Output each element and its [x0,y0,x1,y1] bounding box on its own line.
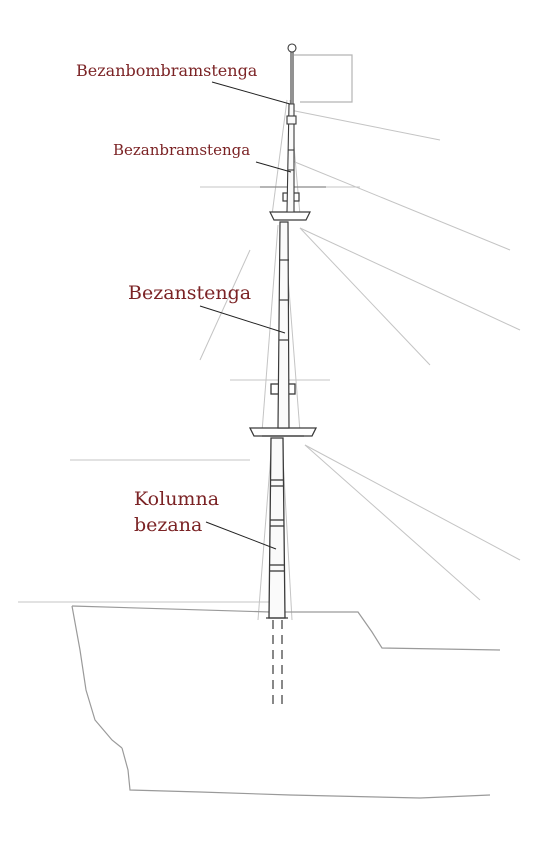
flag-outline [294,54,353,103]
label-kolumna-line1: Kolumna [134,488,220,510]
mast-below-deck [272,620,283,708]
label-bezanstenga: Bezanstenga [128,282,252,304]
leader-lines [199,81,292,550]
royal-pole [287,43,297,104]
label-bezanbramstenga: Bezanbramstenga [113,141,251,159]
leader-line-kolumna [205,521,277,550]
leader-line-bramstenga [255,161,292,173]
topgallant-mast [286,103,297,213]
label-kolumna-line2: bezana [134,514,203,536]
topmast [277,221,290,429]
label-bezanbombramstenga: Bezanbombramstenga [76,61,258,80]
label-kolumna-bezana: Kolumna bezana [134,486,219,538]
hull-outline [71,605,501,799]
leader-line-bombramstenga [211,81,291,105]
rigging-lines [18,99,521,621]
lower-mast [266,437,288,619]
leader-line-stenga [199,305,286,334]
